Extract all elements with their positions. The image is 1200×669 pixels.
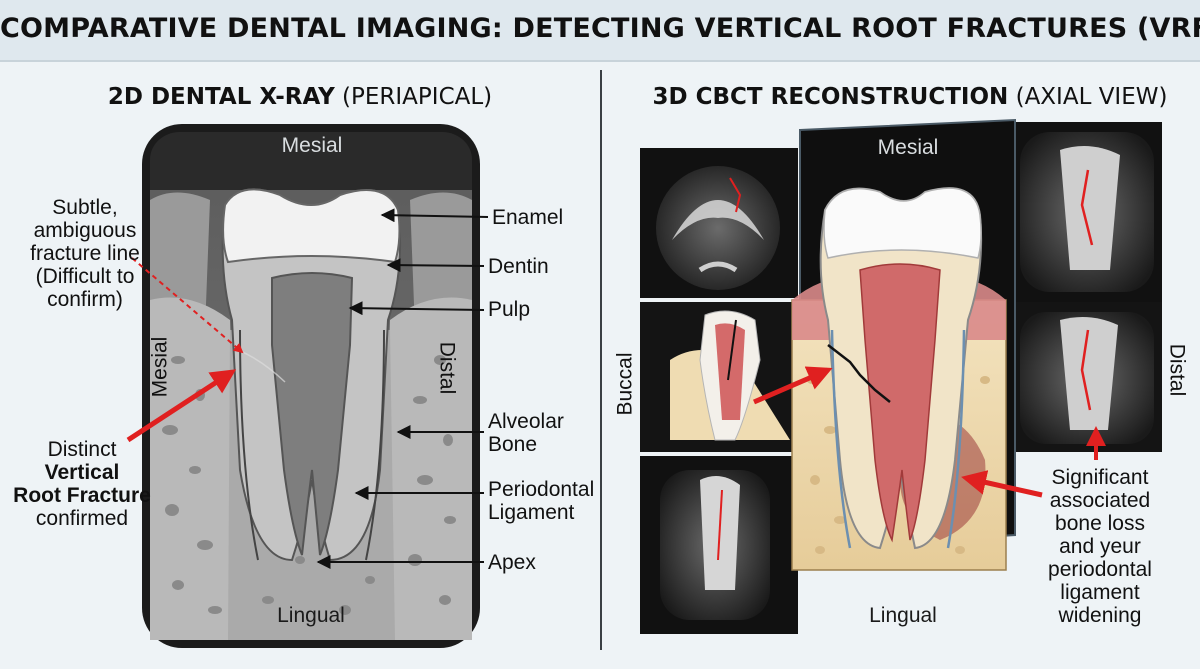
- bone-loss-note: Significant associated bone loss and yeu…: [1030, 466, 1170, 627]
- note-line-7: widening: [1058, 604, 1142, 627]
- xray-leader-lines: [316, 208, 489, 569]
- label-enamel: Enamel: [492, 206, 564, 229]
- subtle-line-3: fracture line: [30, 242, 140, 265]
- left-heading-light: (PERIAPICAL): [342, 84, 493, 110]
- subtle-line-1: Subtle,: [52, 196, 118, 219]
- cbct-fracture-arrow: [753, 366, 833, 405]
- left-heading-bold: 2D DENTAL X-RAY: [107, 84, 335, 110]
- left-panel-heading: 2D DENTAL X-RAY (PERIAPICAL): [40, 84, 560, 110]
- distinct-line-2: Vertical: [44, 461, 120, 484]
- note-line-4: and yeur: [1059, 535, 1141, 558]
- label-alveolar-2: Bone: [488, 433, 538, 456]
- title-bar: [0, 0, 1200, 62]
- distinct-line-3: Root Fracture: [13, 484, 151, 507]
- note-line-1: Significant: [1051, 466, 1149, 489]
- xray-film: [142, 124, 480, 648]
- xray-orient-left: Mesial: [148, 336, 172, 398]
- note-line-6: ligament: [1060, 581, 1140, 604]
- note-line-5: periodontal: [1048, 558, 1152, 581]
- subtle-line-5: confirm): [47, 288, 123, 311]
- subtle-line-2: ambiguous: [33, 219, 137, 242]
- distinct-fracture-note: Distinct Vertical Root Fracture confirme…: [8, 438, 156, 530]
- panel-divider: [600, 70, 602, 650]
- label-dentin: Dentin: [488, 255, 549, 278]
- distinct-fracture-arrow: [126, 369, 237, 443]
- label-apex: Apex: [488, 551, 536, 574]
- cbct-panels: [640, 118, 1162, 634]
- cbct-orient-left: Buccal: [613, 352, 637, 416]
- xray-orient-right: Distal: [435, 341, 459, 395]
- distinct-line-4: confirmed: [35, 507, 129, 530]
- label-pulp: Pulp: [488, 298, 531, 321]
- right-panel-heading: 3D CBCT RECONSTRUCTION (AXIAL VIEW): [630, 84, 1190, 110]
- note-line-3: bone loss: [1055, 512, 1145, 535]
- subtle-fracture-arrow: [131, 257, 244, 354]
- label-alveolar-1: Alveolar: [488, 410, 564, 433]
- right-heading-light: (AXIAL VIEW): [1015, 84, 1168, 110]
- xray-orient-top: Mesial: [281, 134, 343, 157]
- subtle-fracture-note: Subtle, ambiguous fracture line (Difficu…: [20, 196, 150, 311]
- bone-loss-arrow: [961, 470, 1043, 498]
- xray-orient-bottom: Lingual: [277, 604, 345, 627]
- page-title: COMPARATIVE DENTAL IMAGING: DETECTING VE…: [0, 13, 1200, 44]
- distinct-line-1: Distinct: [47, 438, 117, 461]
- note-line-2: associated: [1049, 489, 1151, 512]
- label-pdl-1: Periodontal: [488, 478, 595, 501]
- cbct-orient-top: Mesial: [877, 136, 939, 159]
- cbct-orient-right: Distal: [1165, 343, 1189, 397]
- label-pdl-2: Ligament: [488, 501, 575, 524]
- subtle-line-4: (Difficult to: [35, 265, 135, 288]
- cbct-orient-bottom: Lingual: [869, 604, 937, 627]
- right-heading-bold: 3D CBCT RECONSTRUCTION: [652, 84, 1009, 110]
